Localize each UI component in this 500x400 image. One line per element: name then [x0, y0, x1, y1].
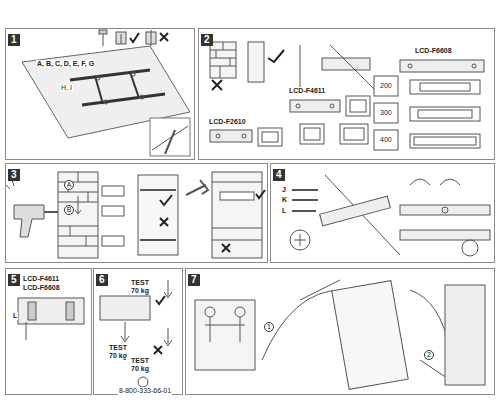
step-number: 6 — [96, 274, 108, 286]
callout-label: A — [64, 180, 74, 190]
callout-label: A, B, C, D, E, F, G — [36, 60, 95, 68]
step-panel: 1 — [5, 28, 195, 160]
step-number: 5 — [8, 274, 20, 286]
step-number: 3 — [8, 169, 20, 181]
step-number: 2 — [201, 34, 213, 46]
callout-label: TEST 70 kg — [126, 357, 154, 373]
callout-label: TEST 70 kg — [126, 279, 154, 295]
callout-label: K — [281, 196, 288, 204]
step-panel: 7 — [185, 268, 495, 395]
step-panel: 4 — [270, 163, 495, 263]
callout-label: 8-800-333-66-01 — [118, 387, 172, 395]
callout-label: LCD-F2610 — [208, 118, 247, 126]
callout-label: B — [64, 205, 74, 215]
callout-label: 400 — [379, 136, 393, 144]
callout-label: J — [281, 186, 287, 194]
callout-label: 200 — [379, 82, 393, 90]
callout-label: LCD-F6608 — [414, 47, 453, 55]
callout-label: L — [281, 207, 287, 215]
step-number: 1 — [8, 34, 20, 46]
step-panel: 3 — [5, 163, 268, 263]
step-number: 7 — [188, 274, 200, 286]
step-number: 4 — [273, 169, 285, 181]
callout-label: LCD-F4611 — [22, 275, 60, 283]
callout-label: L — [12, 312, 18, 320]
callout-label: LCD-F4611 — [288, 87, 326, 95]
callout-label: LCD-F6608 — [22, 284, 61, 292]
callout-label: 300 — [379, 109, 393, 117]
callout-label: H, I — [60, 84, 73, 92]
callout-label: 1 — [264, 322, 274, 332]
callout-label: 2 — [424, 350, 434, 360]
